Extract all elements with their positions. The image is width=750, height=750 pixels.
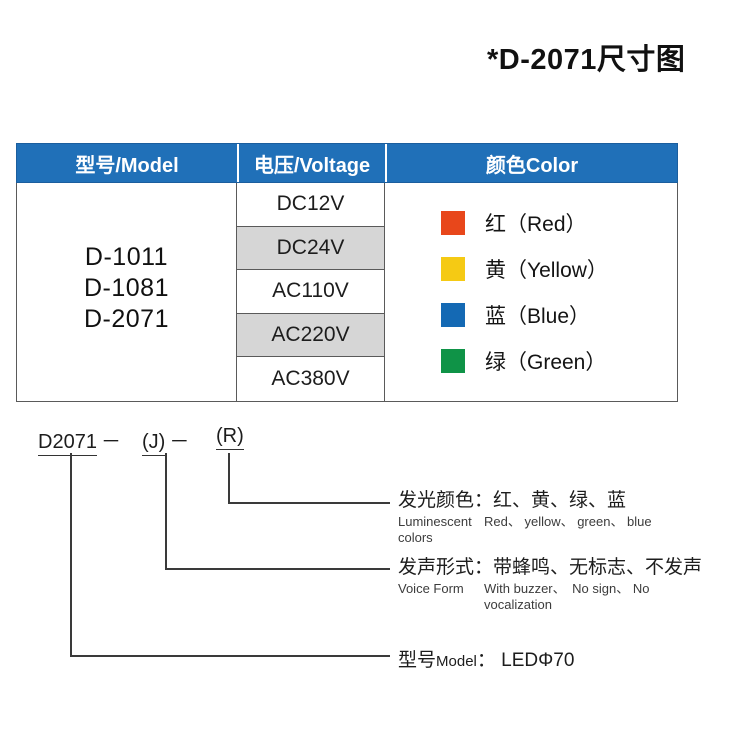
pn-dash: － [100,431,121,453]
leader-line-voice-horizontal [165,568,390,570]
pn-voice-text: (J) [142,431,166,456]
luminescent-cn: 发光颜色：红、黄、绿、蓝 [398,490,627,511]
voltage-option: AC110V [237,270,384,314]
voltage-cell-group: DC12V DC24V AC110V AC220V AC380V [237,183,385,401]
leader-line-model-horizontal [70,655,390,657]
voltage-option: DC12V [237,183,384,227]
part-number-color-segment: (R) [216,425,244,450]
model-value: D-1081 [84,274,169,303]
voice-form-en-label: Voice Form [398,581,464,596]
voltage-option: DC24V [237,226,384,271]
color-label: 绿（Green） [485,350,607,374]
color-cell-group: 红（Red） 黄（Yellow） 蓝（Blue） 绿（Green） [385,183,677,401]
part-number-breakdown: D2071－ (J)－ (R) 发光颜色：红、黄、绿、蓝 Luminescent… [0,405,750,695]
part-number-model-segment: D2071－ [38,425,121,456]
model-value: D-1011 [84,243,169,272]
spec-table: 型号/Model 电压/Voltage 颜色Color D-1011 D-108… [16,143,678,402]
color-swatch-yellow [441,256,465,281]
model-annotation-sep: ： [476,650,496,671]
leader-line-color-horizontal [228,502,390,504]
model-value: D-2071 [84,305,169,334]
color-swatch-red [441,210,465,235]
pn-model-text: D2071 [38,431,97,456]
color-label: 黄（Yellow） [485,258,608,282]
leader-line-model-vertical [70,453,72,656]
table-body: D-1011 D-1081 D-2071 DC12V DC24V AC110V … [16,183,678,402]
model-cell: D-1011 D-1081 D-2071 [17,183,237,401]
leader-line-voice-vertical [165,453,167,569]
color-swatch-green [441,348,465,373]
voice-form-en: Voice Form With buzzer、 No sign、 No voca… [398,581,702,613]
voice-form-en-values: With buzzer、 No sign、 No vocalization [484,581,650,612]
voltage-option: AC220V [237,313,384,358]
color-label: 红（Red） [485,212,587,236]
color-swatch-blue [441,302,465,327]
leader-line-color-vertical [228,453,230,503]
color-option: 黄（Yellow） [441,254,677,284]
model-annotation-cn: 型号 [398,650,437,671]
voltage-option: AC380V [271,367,350,391]
luminescent-en-label: Luminescent colors [398,514,472,545]
color-label: 蓝（Blue） [485,304,591,328]
voice-form-cn: 发声形式：带蜂鸣、无标志、不发声 [398,557,703,578]
annotation-model: 型号Model： LEDΦ70 [398,645,574,672]
page-title: *D-2071尺寸图 [487,44,686,76]
luminescent-en: Luminescent colors Red、 yellow、 green、 b… [398,514,652,546]
annotation-voice-form: 发声形式：带蜂鸣、无标志、不发声 Voice Form With buzzer、… [398,557,702,613]
column-header-model: 型号/Model [17,144,239,182]
annotation-luminescent-colors: 发光颜色：红、黄、绿、蓝 Luminescent colors Red、 yel… [398,490,652,546]
table-header-row: 型号/Model 电压/Voltage 颜色Color [16,143,678,183]
pn-color-text: (R) [216,425,244,450]
column-header-voltage: 电压/Voltage [239,144,387,182]
pn-dash: － [169,431,190,453]
model-annotation-value: LEDΦ70 [501,650,575,671]
part-number-voice-segment: (J)－ [142,425,190,456]
column-header-color: 颜色Color [485,154,579,177]
color-option: 蓝（Blue） [441,300,677,330]
model-annotation-en: Model [436,653,477,670]
color-option: 绿（Green） [441,346,677,376]
luminescent-en-values: Red、 yellow、 green、 blue [484,514,652,529]
color-option: 红（Red） [441,208,677,238]
